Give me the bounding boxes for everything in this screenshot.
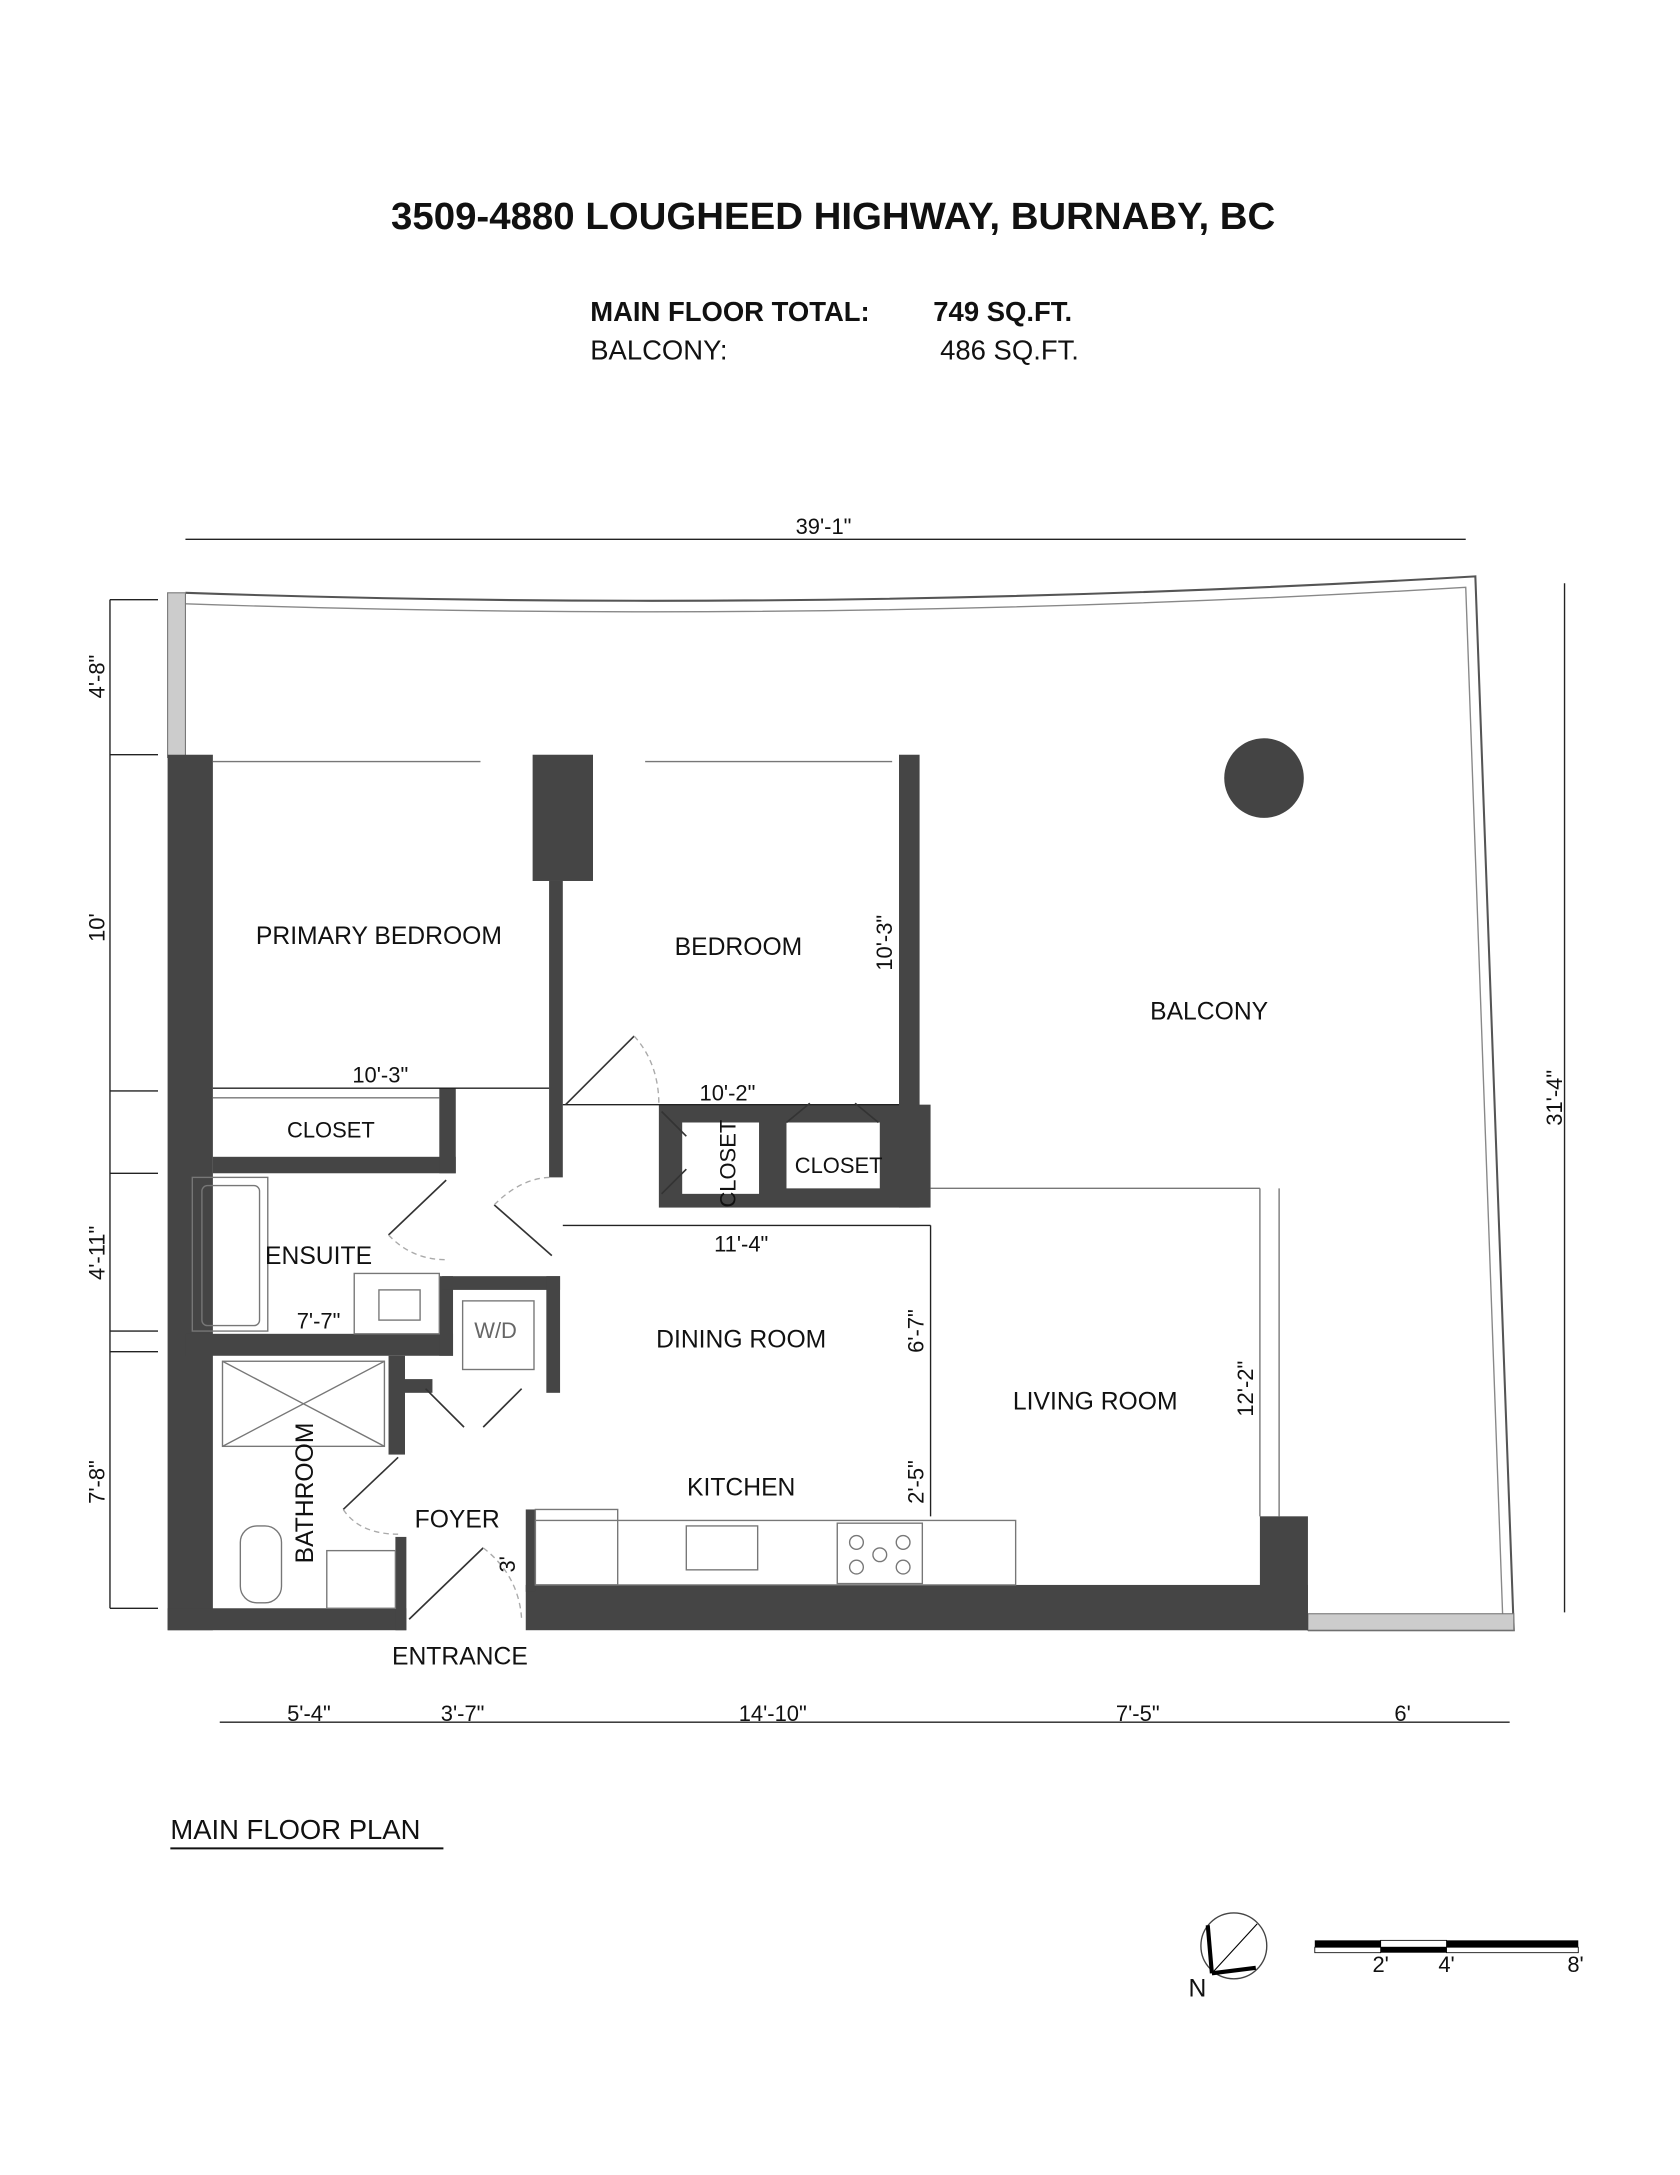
dim-bottom-living: 7'-5": [1116, 1701, 1160, 1726]
dim-bottom-entrance: 3'-7": [441, 1701, 485, 1726]
dim-top-width: 39'-1": [796, 514, 852, 539]
dimension-lines: [109, 538, 1566, 1723]
room-balcony: BALCONY: [1150, 999, 1268, 1026]
walls: [167, 754, 1308, 1631]
dim-entrance-door: 3': [495, 1556, 520, 1572]
dim-left-balcony: 4'-8": [84, 655, 109, 699]
room-bedroom: BEDROOM: [675, 934, 803, 961]
room-bathroom: BATHROOM: [292, 1423, 319, 1564]
dim-right-total: 31'-4": [1542, 1070, 1567, 1126]
scale-label-8ft: 8': [1567, 1952, 1583, 1977]
compass-north-label: N: [1189, 1976, 1207, 2003]
dim-kitchen-depth: 2'-5": [904, 1460, 929, 1504]
dim-dining-depth: 6'-7": [904, 1309, 929, 1353]
room-living-room: LIVING ROOM: [1013, 1388, 1178, 1415]
balcony-outline: [167, 575, 1515, 1632]
dim-bedroom-width: 10'-2": [700, 1081, 756, 1106]
property-address-title: 3509-4880 LOUGHEED HIGHWAY, BURNABY, BC: [391, 195, 1275, 238]
balcony-area-value: 486 SQ.FT.: [940, 335, 1079, 366]
dim-ensuite-width: 7'-7": [297, 1308, 341, 1333]
dim-left-bedroom: 10': [84, 913, 109, 942]
room-primary-bedroom: PRIMARY BEDROOM: [256, 923, 502, 950]
dim-bedroom-depth: 10'-3": [872, 915, 897, 971]
balcony-area-label: BALCONY:: [590, 335, 727, 366]
room-washer-dryer: W/D: [474, 1318, 517, 1343]
dim-bottom-balcony: 6': [1394, 1701, 1410, 1726]
room-foyer: FOYER: [415, 1506, 500, 1533]
main-floor-total-label: MAIN FLOOR TOTAL:: [590, 296, 869, 327]
scale-label-2ft: 2': [1372, 1952, 1388, 1977]
scale-label-4ft: 4': [1438, 1952, 1454, 1977]
room-ensuite: ENSUITE: [265, 1243, 372, 1270]
dim-dining-width: 11'-4": [714, 1231, 768, 1256]
scale-bar: [1314, 1939, 1579, 1954]
room-closet-hall: CLOSET: [716, 1120, 741, 1208]
plan-title: MAIN FLOOR PLAN: [170, 1814, 420, 1845]
balcony-column: [1224, 738, 1304, 818]
north-compass-icon: [1200, 1912, 1268, 1980]
room-entrance: ENTRANCE: [392, 1644, 528, 1671]
room-kitchen: KITCHEN: [687, 1475, 795, 1502]
dim-bottom-bathroom: 5'-4": [287, 1701, 331, 1726]
dim-left-bathroom: 7'-8": [84, 1460, 109, 1504]
dim-bottom-kitchen: 14'-10": [739, 1701, 807, 1726]
dim-left-ensuite: 4'-11": [84, 1226, 109, 1280]
room-dining-room: DINING ROOM: [656, 1327, 826, 1354]
fixtures: [191, 760, 1280, 1609]
main-floor-total-value: 749 SQ.FT.: [933, 296, 1072, 327]
dim-living-depth: 12'-2": [1233, 1361, 1258, 1417]
room-closet-bedroom: CLOSET: [795, 1153, 883, 1178]
doors: [342, 1035, 879, 1620]
room-closet-primary: CLOSET: [287, 1118, 375, 1143]
dim-primary-bedroom-width: 10'-3": [352, 1063, 408, 1088]
